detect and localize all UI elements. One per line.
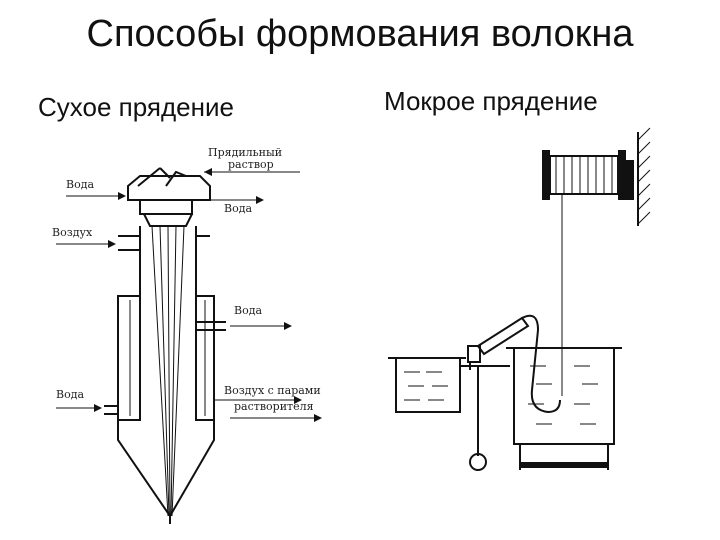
column-upper — [139, 226, 210, 296]
dry-spinning-diagram: Прядильный раствор Вода Вода Воздух Вода… — [52, 146, 322, 524]
solution-inlet — [204, 168, 300, 176]
coagulation-bath — [506, 347, 622, 470]
wet-spinning-heading: Мокрое прядение — [384, 86, 598, 116]
take-up-bobbin — [542, 150, 626, 200]
label-air-vapor-1: Воздух с парами — [224, 384, 321, 397]
water-inlet-top-left — [66, 192, 126, 200]
fibers — [151, 225, 185, 517]
water-outlet-top-right — [210, 196, 264, 204]
label-spinning-solution-1: Прядильный — [208, 146, 282, 159]
label-water-2: Вода — [224, 202, 252, 215]
label-spinning-solution-2: раствор — [228, 158, 274, 171]
label-water-1: Вода — [66, 178, 94, 191]
water-jacket-outlet — [230, 322, 292, 330]
water-jacket-inlet — [56, 404, 102, 412]
slide-title: Способы формования волокна — [86, 13, 634, 55]
water-jacket — [104, 295, 226, 421]
label-air-vapor-2: растворителя — [234, 400, 314, 413]
wet-spinning-diagram — [388, 127, 651, 471]
label-water-3: Вода — [234, 304, 262, 317]
air-inlet — [56, 235, 140, 251]
feed-tank — [388, 357, 466, 413]
wall-mount — [622, 127, 651, 226]
feed-pipe-pump — [460, 362, 510, 471]
spinneret-head — [127, 167, 211, 227]
air-vapor-outlet — [214, 396, 322, 422]
label-air: Воздух — [52, 226, 93, 239]
label-water-4: Вода — [56, 388, 84, 401]
dry-spinning-heading: Сухое прядение — [38, 92, 234, 122]
